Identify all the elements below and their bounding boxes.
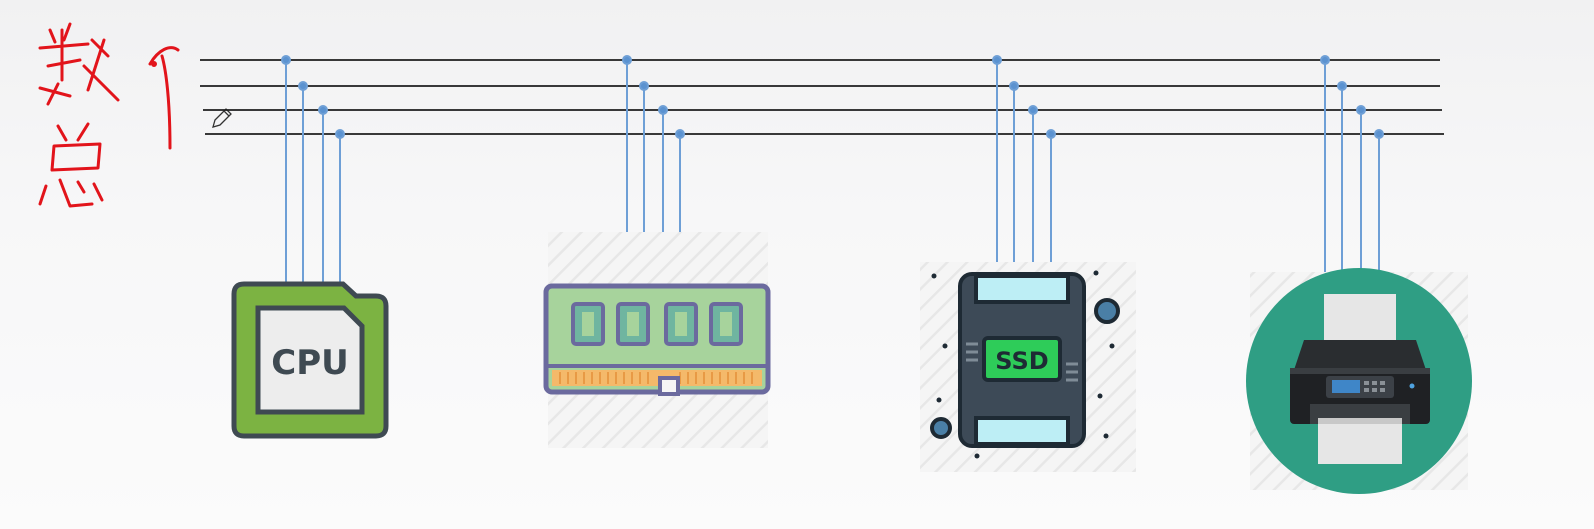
ssd-drive-icon: SSD xyxy=(920,262,1136,472)
cpu-chip-icon: CPU xyxy=(231,281,389,439)
bus-taps xyxy=(281,55,1384,285)
memory-module-icon xyxy=(543,232,771,448)
printer-icon xyxy=(1246,268,1472,494)
pencil-cursor-icon xyxy=(212,108,232,128)
ssd-label: SSD xyxy=(995,347,1048,375)
cpu-label: CPU xyxy=(271,343,348,383)
bus-lines xyxy=(200,59,1444,135)
handwritten-annotation xyxy=(38,22,180,208)
